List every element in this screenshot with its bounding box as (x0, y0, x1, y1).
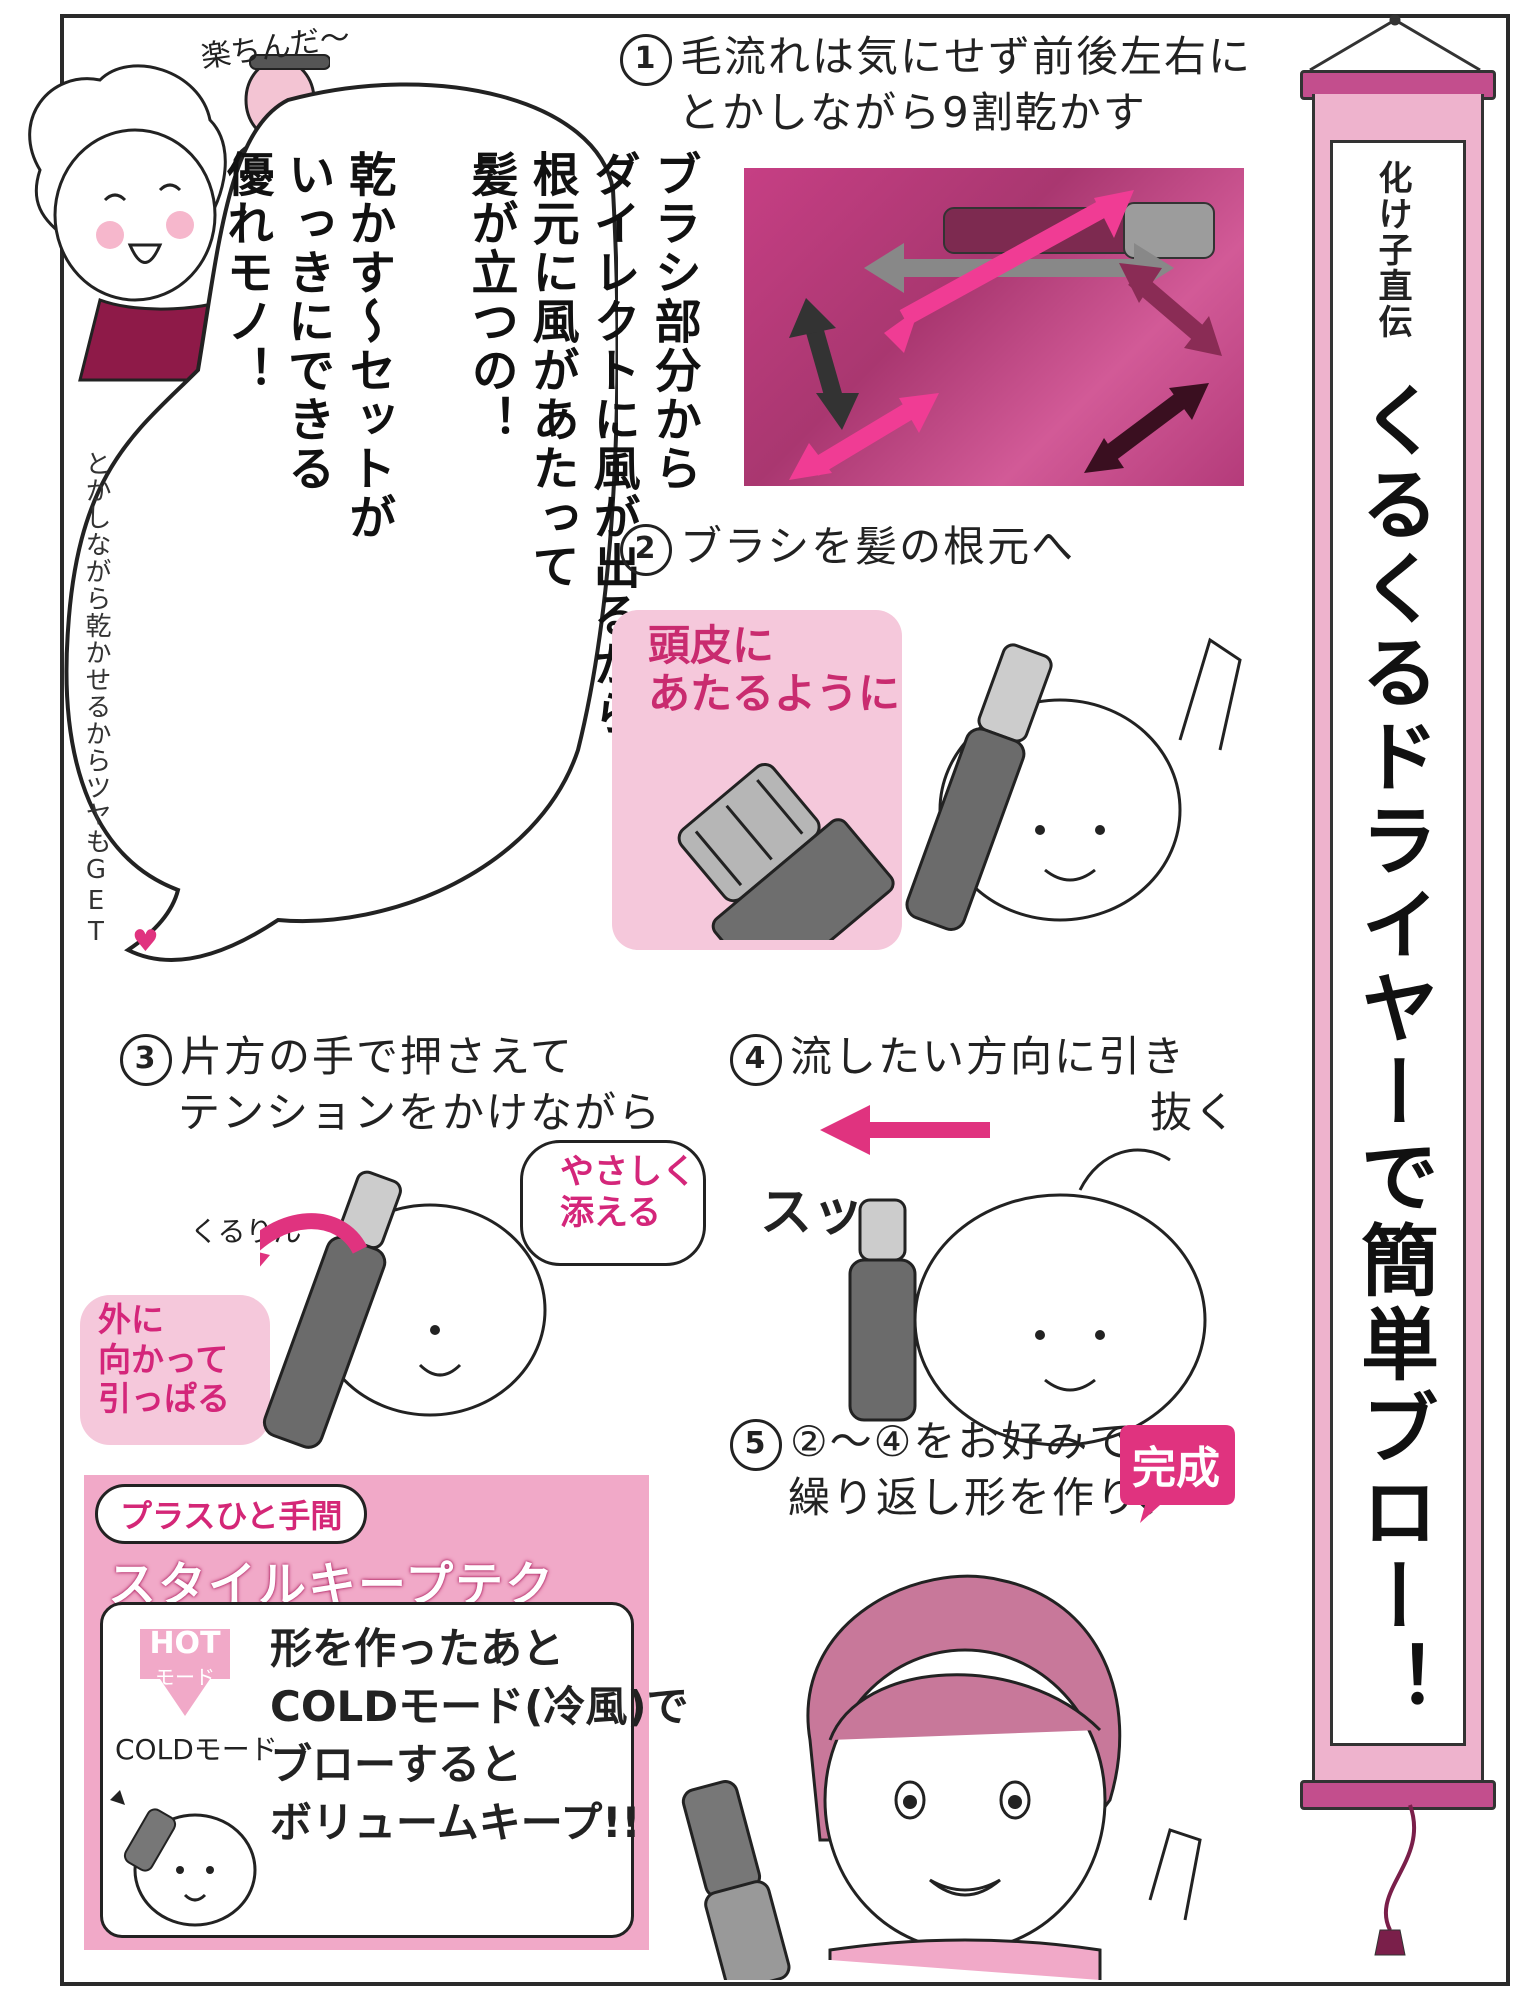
tip-line-3: ブローすると (270, 1739, 523, 1789)
step-1-photo (744, 168, 1244, 486)
hot-label: HOT (149, 1626, 221, 1661)
brush-closeup-illustration (677, 762, 895, 940)
direction-arrows-illustration (789, 190, 1222, 480)
step-4-number: 4 (730, 1033, 782, 1086)
step-3-person-illustration (260, 1170, 547, 1449)
tip-pill: プラスひと手間 (95, 1484, 368, 1544)
step-3-bubble-text: やさしく 添える (560, 1152, 696, 1234)
step-1-number: 1 (620, 33, 672, 86)
scroll-panel (1330, 140, 1466, 1746)
hot-sub-label: モード (155, 1665, 215, 1689)
step-3-line-2: テンションをかけながら (178, 1087, 663, 1137)
bubble-line-7: いっきにできる (279, 150, 335, 493)
step-2-callout-text: 頭皮に あたるように (648, 621, 901, 719)
step-2-callout-line-1: 頭皮に (648, 621, 775, 670)
done-badge-text: 完成 (1132, 1443, 1220, 1494)
step-1-line-1: 毛流れは気にせず前後左右に (680, 32, 1253, 81)
bubble-line-1: ブラシ部分から (645, 150, 701, 493)
bubble-side-note: とかしながら乾かせるからツヤもGET (81, 450, 111, 948)
bubble-line-4: 髪が立つの！ (462, 150, 518, 444)
step-5-line-2: 繰り返し形を作り、 (788, 1472, 1183, 1522)
tip-person-illustration (110, 1790, 257, 1927)
scroll-hanger (1309, 14, 1481, 72)
finished-hairstyle-illustration (681, 1574, 1202, 1980)
step-5-number: 5 (730, 1418, 782, 1471)
step-3-callout-panel (80, 1295, 270, 1445)
step-3-callout-line-2: 向かって (98, 1339, 229, 1379)
hot-mode-label: HOT モード (140, 1626, 230, 1690)
bubble-line-3: 根元に風があたって (523, 150, 579, 591)
step-2-number: 2 (620, 523, 672, 576)
step-3-bubble-line-1: やさしく (560, 1152, 696, 1192)
tip-body: 形を作ったあと COLDモード(冷風)で ブローすると ボリュームキープ!! (270, 1620, 689, 1852)
step-3-number: 3 (120, 1033, 172, 1086)
tip-line-4: ボリュームキープ!! (270, 1797, 641, 1847)
step-4-sound: スッ (760, 1183, 865, 1243)
scroll-tassel (1374, 1804, 1417, 1956)
step-4-line-1: 流したい方向に引き (790, 1032, 1187, 1081)
step-3-speech-bubble (520, 1140, 706, 1266)
step-4-person-illustration (848, 1148, 1207, 1447)
bubble-line-8: 優れモノ！ (218, 150, 274, 395)
scroll-bottom-rod (1300, 1780, 1496, 1810)
scroll-title: くるくるドライヤーで簡単ブロー！ (1348, 380, 1438, 1724)
step-3-bubble-line-2: 添える (560, 1192, 661, 1233)
bubble-line-6: 乾かす〜セットが (340, 150, 396, 542)
heart-icon: ♥ (132, 924, 159, 959)
tip-line-2: COLDモード(冷風)で (270, 1681, 689, 1731)
bubble-message: ブラシ部分から ダイレクトに風が出るから 根元に風があたって 髪が立つの！ 乾か… (215, 150, 704, 820)
scroll-subtitle: 化け子直伝 (1372, 160, 1412, 340)
cold-mode-label: COLDモード (115, 1733, 278, 1766)
step-2-callout-line-2: あたるように (648, 669, 901, 719)
step-4-line-2: 抜く (1150, 1087, 1239, 1137)
hot-to-cold-arrow (140, 1629, 230, 1716)
step-1-line-2: とかしながら9割乾かす (678, 87, 1147, 137)
tip-line-1: 形を作ったあと (270, 1624, 565, 1673)
step-3-callout-line-1: 外に (98, 1300, 164, 1339)
step-3-callout-text: 外に 向かって 引っぱる (98, 1300, 230, 1419)
done-badge (1120, 1425, 1235, 1523)
speech-bubble (64, 82, 618, 962)
step-5-line-1: をお好みで (913, 1417, 1134, 1466)
pull-left-arrow (820, 1105, 990, 1155)
step-2-person-illustration (905, 637, 1242, 931)
step-5-nums: ②〜④ (790, 1417, 914, 1466)
step-3-line-1: 片方の手で押さえて (180, 1032, 574, 1081)
step-3-callout-line-3: 引っぱる (98, 1379, 230, 1419)
step-2-label: ブラシを髪の根元へ (680, 522, 1076, 571)
